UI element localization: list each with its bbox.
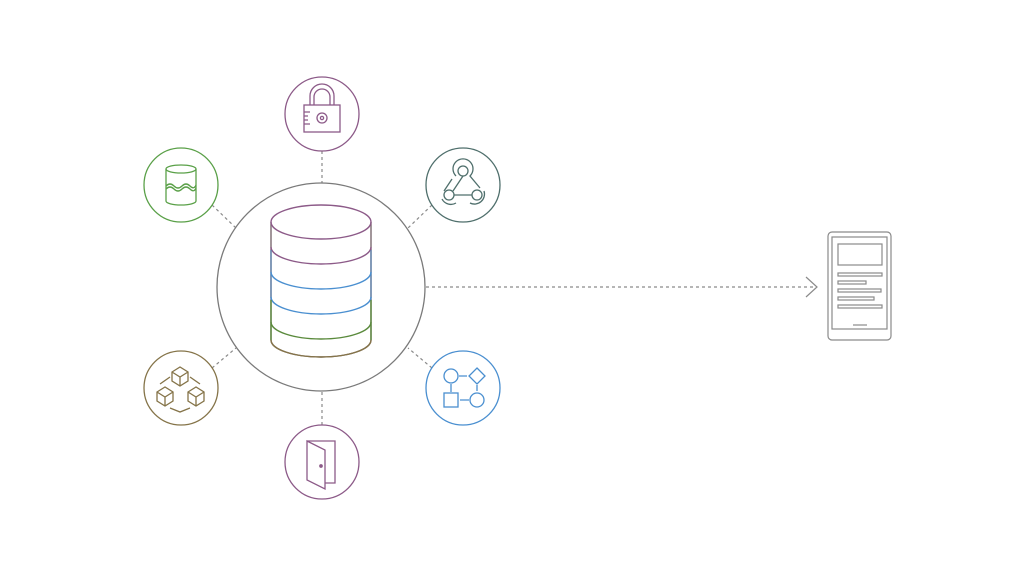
connector-data-lake (211, 204, 237, 229)
connector-webhook (407, 204, 433, 229)
node-data-lake (143, 147, 219, 223)
connectors (211, 151, 818, 425)
hub-database (216, 182, 426, 392)
tablet-document-icon (827, 231, 892, 341)
node-workflow (425, 350, 501, 426)
node-lock (284, 76, 360, 152)
connector-workflow (407, 347, 433, 369)
node-cubes (143, 350, 219, 426)
data-lake-icon (165, 164, 197, 206)
door-icon (306, 439, 336, 491)
connector-cubes (211, 347, 237, 369)
node-door (284, 424, 360, 500)
cubes-icon (156, 366, 205, 413)
arrowhead-icon (805, 276, 818, 298)
layered-database-icon (270, 204, 372, 358)
node-webhook (425, 147, 501, 223)
hub-ring (216, 182, 426, 392)
lock-icon (303, 83, 341, 133)
workflow-icon (443, 367, 486, 408)
webhook-icon (441, 158, 486, 206)
